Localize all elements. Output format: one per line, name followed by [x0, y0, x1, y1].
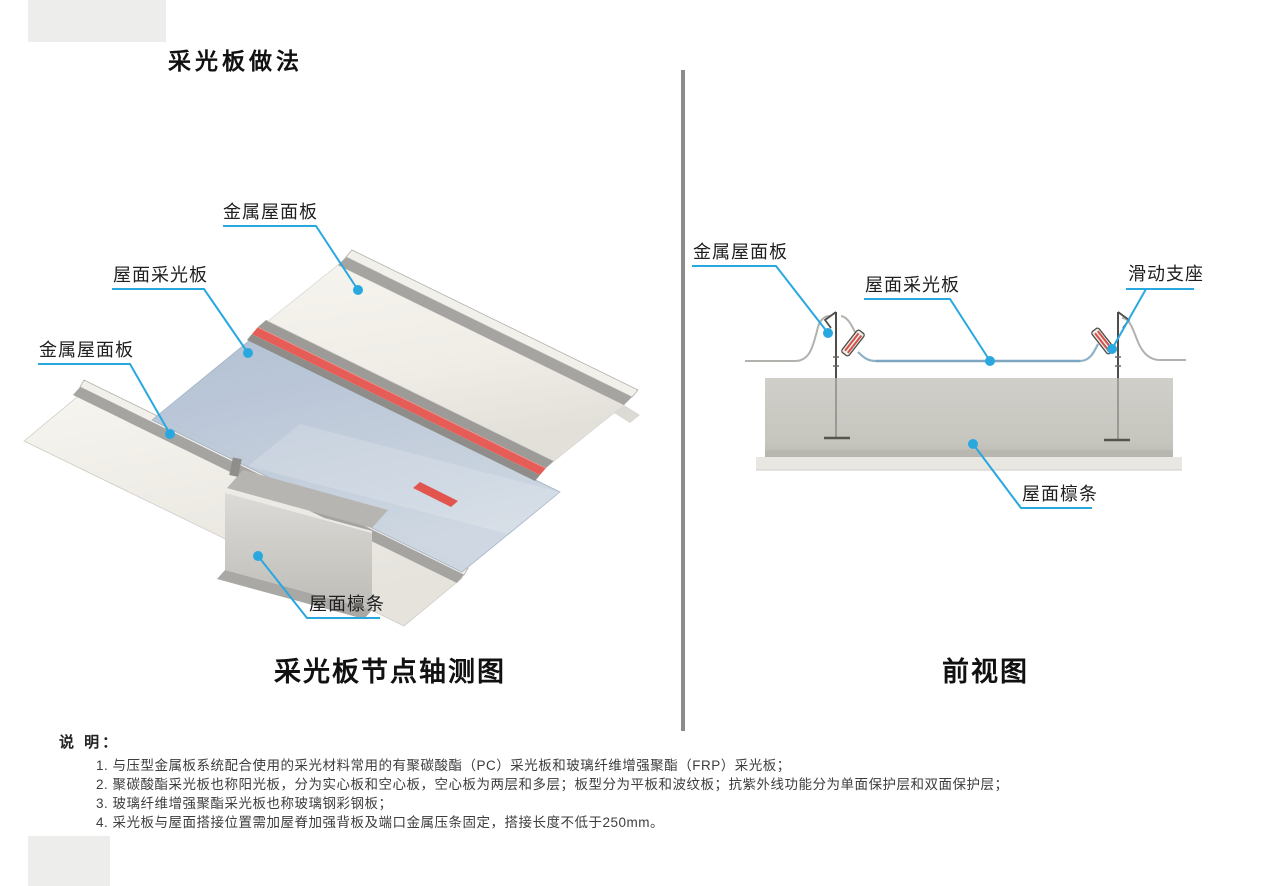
- view-divider-line: [681, 70, 685, 731]
- skylight-edge-left: [857, 351, 877, 363]
- leader-line: [223, 225, 359, 291]
- purlin-block-shadow: [765, 450, 1173, 457]
- caption-axonometric: 采光板节点轴测图: [274, 657, 506, 687]
- label-roof-purlin-left: 屋面檩条: [309, 594, 385, 614]
- label-metal-roof-panel-bottom: 金属屋面板: [39, 340, 134, 360]
- upper-panel-top-lip: [345, 249, 639, 398]
- front-view: [692, 265, 1194, 509]
- notes-block: 说 明： 1. 与压型金属板系统配合使用的采光材料常用的有聚碳酸酯（PC）采光板…: [59, 731, 1009, 832]
- leader-line: [692, 265, 829, 334]
- upper-panel-dark-seam: [247, 334, 540, 481]
- leader-line: [1111, 288, 1147, 350]
- leader-dot: [353, 285, 363, 295]
- leader-line: [112, 288, 249, 354]
- label-roof-purlin-front: 屋面檩条: [1022, 484, 1098, 504]
- leader-dot: [243, 348, 253, 358]
- post-screw-marks: [833, 356, 1121, 367]
- upper-panel-top-seam: [338, 257, 632, 405]
- upper-panel-lower-seam: [258, 320, 554, 468]
- leader-dots-right: [823, 328, 1117, 449]
- label-roof-skylight-panel: 屋面采光板: [113, 265, 208, 285]
- label-roof-skylight-panel-front: 屋面采光板: [865, 275, 960, 295]
- skylight-edge-right: [1079, 343, 1099, 363]
- leader-dot: [253, 551, 263, 561]
- roof-profile-left-inner: [840, 315, 857, 335]
- axonometric-view: [23, 225, 640, 627]
- leader-dot: [1107, 344, 1117, 354]
- roof-profile-right: [1121, 317, 1186, 361]
- upper-panel-end-face: [614, 405, 640, 423]
- label-metal-roof-panel-top: 金属屋面板: [223, 202, 318, 222]
- top-left-gray-box: [28, 0, 166, 42]
- notes-heading: 说 明：: [59, 734, 121, 751]
- leader-dot: [968, 439, 978, 449]
- lap-sealant-red: [413, 482, 458, 507]
- note-item: 4. 采光板与屋面搭接位置需加屋脊加强背板及端口金属压条固定，搭接长度不低于25…: [96, 815, 665, 830]
- label-sliding-support: 滑动支座: [1128, 264, 1204, 284]
- leader-line: [257, 555, 380, 619]
- seam-posts: [823, 311, 1131, 378]
- leader-dot: [985, 356, 995, 366]
- leader-lines-right: [692, 265, 1194, 509]
- leader-dot: [165, 429, 175, 439]
- leader-line: [972, 443, 1092, 509]
- skylight-reflection: [248, 424, 560, 534]
- leader-line: [864, 298, 991, 362]
- caption-front-view: 前视图: [942, 657, 1029, 687]
- leader-dot: [823, 328, 833, 338]
- roof-profile-left: [745, 315, 831, 362]
- post-embedment: [835, 378, 1119, 440]
- purlin-block-footer: [756, 457, 1182, 470]
- purlin-channel: [217, 457, 388, 619]
- notes-items: 1. 与压型金属板系统配合使用的采光材料常用的有聚碳酸酯（PC）采光板和玻璃纤维…: [96, 756, 1009, 832]
- leader-line: [38, 363, 171, 435]
- leader-dots-left: [165, 285, 363, 561]
- sliding-clamp-left: [841, 329, 865, 357]
- page-title: 采光板做法: [168, 48, 303, 74]
- note-item: 3. 玻璃纤维增强聚酯采光板也称玻璃钢彩钢板；: [96, 796, 393, 811]
- leader-lines-left: [38, 225, 380, 619]
- note-item: 1. 与压型金属板系统配合使用的采光材料常用的有聚碳酸酯（PC）采光板和玻璃纤维…: [96, 758, 791, 773]
- label-metal-roof-panel-front: 金属屋面板: [693, 242, 788, 262]
- bottom-left-gray-box: [28, 836, 110, 886]
- ridge-sealant-red-stripe: [252, 327, 546, 475]
- note-item: 2. 聚碳酸酯采光板也称阳光板，分为实心板和空心板，空心板为两层和多层；板型分为…: [96, 777, 1009, 792]
